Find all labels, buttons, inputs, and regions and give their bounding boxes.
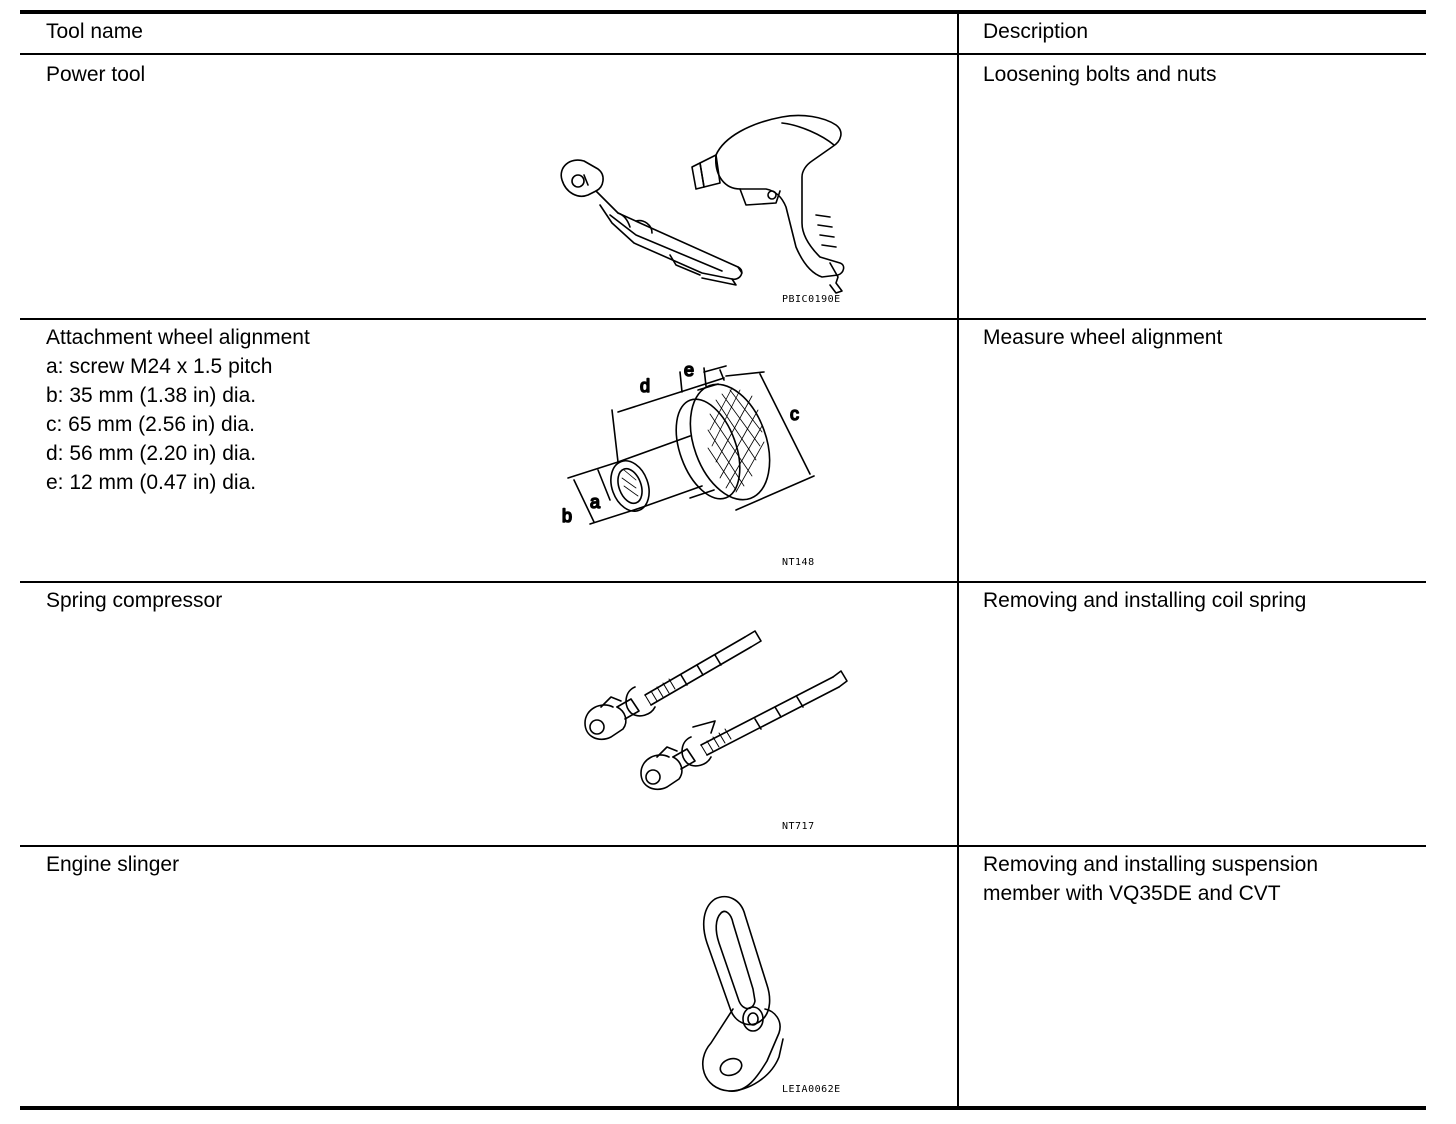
power-tool-icon xyxy=(560,114,845,294)
tool-description: Loosening bolts and nuts xyxy=(983,63,1217,86)
row-divider xyxy=(20,581,1426,583)
header-description: Description xyxy=(983,20,1089,43)
tool-name: Power tool xyxy=(46,63,146,86)
figure-code: LEIA0062E xyxy=(782,1084,841,1095)
tool-description: member with VQ35DE and CVT xyxy=(983,882,1281,905)
spring-compressor-icon xyxy=(584,630,848,791)
figure-code: NT717 xyxy=(782,821,815,832)
label-c: c xyxy=(790,404,799,424)
header-tool-name: Tool name xyxy=(46,20,143,43)
row-divider xyxy=(20,845,1426,847)
label-a: a xyxy=(590,492,601,512)
tool-spec: c: 65 mm (2.56 in) dia. xyxy=(46,413,255,436)
tool-name: Engine slinger xyxy=(46,853,180,876)
tool-spec: a: screw M24 x 1.5 pitch xyxy=(46,355,273,378)
tool-description: Measure wheel alignment xyxy=(983,326,1223,349)
tool-name: Attachment wheel alignment xyxy=(46,326,310,349)
label-d: d xyxy=(640,376,650,396)
engine-slinger-icon xyxy=(701,895,784,1092)
tool-spec: b: 35 mm (1.38 in) dia. xyxy=(46,384,257,407)
tool-spec: d: 56 mm (2.20 in) dia. xyxy=(46,442,257,465)
tool-description: Removing and installing suspension xyxy=(983,853,1319,876)
tool-name: Spring compressor xyxy=(46,589,223,612)
label-e: e xyxy=(684,360,694,380)
table-top-rule xyxy=(20,10,1426,14)
header-rule xyxy=(20,53,1426,55)
label-b: b xyxy=(562,506,572,526)
wheel-alignment-attachment-icon: d e c a b xyxy=(561,359,815,527)
column-divider xyxy=(957,12,959,1108)
table-bottom-rule xyxy=(20,1106,1426,1110)
figure-code: NT148 xyxy=(782,557,815,568)
tool-spec: e: 12 mm (0.47 in) dia. xyxy=(46,471,257,494)
figure-code: PBIC0190E xyxy=(782,294,841,305)
tool-description: Removing and installing coil spring xyxy=(983,589,1307,612)
row-divider xyxy=(20,318,1426,320)
